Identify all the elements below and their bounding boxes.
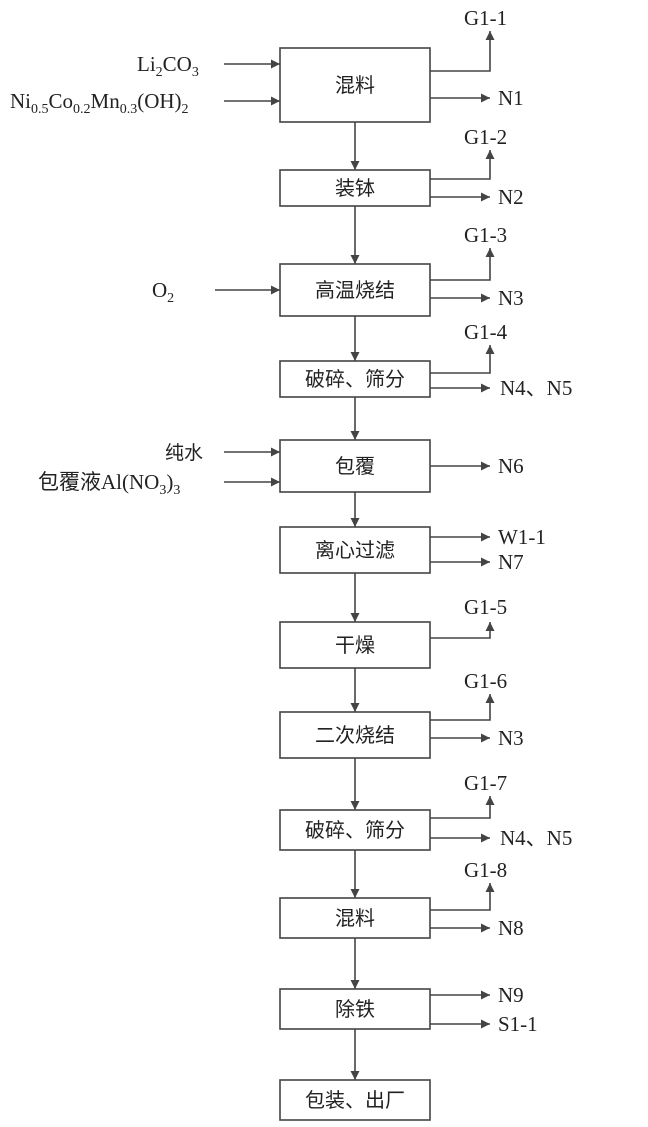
step-mixing: 混料: [279, 47, 431, 123]
step-mixing-2: 混料: [279, 897, 431, 939]
output-label-g1-6: G1-6: [464, 669, 507, 693]
step-coating: 包覆: [279, 439, 431, 493]
step-label: 破碎、筛分: [305, 818, 405, 842]
side-output-arrows: [430, 93, 490, 1029]
gas-arrow: [430, 622, 495, 639]
step-crushing-sieving-1: 破碎、筛分: [279, 360, 431, 398]
output-label-n4-n5: N4、N5: [500, 376, 572, 400]
output-label-w1-1: W1-1: [498, 525, 546, 549]
output-label-s1-1: S1-1: [498, 1012, 538, 1036]
output-label-n4-n5-second: N4、N5: [500, 826, 572, 850]
output-label-n8: N8: [498, 916, 524, 940]
step-centrifugal-filtration: 离心过滤: [279, 526, 431, 574]
input-label-precursor: Ni0.5Co0.2Mn0.3(OH)2: [10, 89, 189, 117]
output-label-n7: N7: [498, 550, 524, 574]
step-secondary-sintering: 二次烧结: [279, 711, 431, 759]
step-label: 混料: [335, 906, 375, 930]
step-label: 除铁: [335, 997, 375, 1021]
output-label-g1-7: G1-7: [464, 771, 507, 795]
step-iron-removal: 除铁: [279, 988, 431, 1030]
output-label-g1-5: G1-5: [464, 595, 507, 619]
output-label-n9: N9: [498, 983, 524, 1007]
output-label-g1-8: G1-8: [464, 858, 507, 882]
gas-arrow: [430, 150, 495, 180]
input-label-o2: O2: [152, 278, 174, 306]
step-high-temp-sintering: 高温烧结: [279, 263, 431, 317]
input-label-li2co3: Li2CO3: [137, 52, 199, 80]
input-label-pure-water: 纯水: [165, 442, 203, 464]
output-label-n1: N1: [498, 86, 524, 110]
output-label-n3-second: N3: [498, 726, 524, 750]
step-crushing-sieving-2: 破碎、筛分: [279, 809, 431, 851]
input-label-coating-solution: 包覆液Al(NO3)3: [38, 470, 180, 498]
step-drying: 干燥: [279, 621, 431, 669]
step-packaging-shipping: 包装、出厂: [279, 1079, 431, 1121]
gas-arrow: [430, 248, 495, 281]
output-label-n6: N6: [498, 454, 524, 478]
step-label: 干燥: [335, 633, 375, 657]
gas-arrow: [430, 31, 495, 72]
step-loading: 装钵: [279, 169, 431, 207]
gas-arrow: [430, 694, 495, 721]
step-label: 二次烧结: [315, 723, 395, 747]
step-label: 高温烧结: [315, 278, 395, 302]
step-label: 包覆: [335, 454, 375, 478]
output-label-g1-4: G1-4: [464, 320, 508, 344]
gas-arrow: [430, 345, 495, 374]
output-label-g1-3: G1-3: [464, 223, 507, 247]
output-label-g1-1: G1-1: [464, 6, 507, 30]
step-label: 装钵: [335, 176, 375, 200]
step-label: 破碎、筛分: [305, 367, 405, 391]
step-label: 混料: [335, 73, 375, 97]
step-label: 包装、出厂: [305, 1088, 405, 1112]
output-label-g1-2: G1-2: [464, 125, 507, 149]
step-label: 离心过滤: [315, 538, 395, 562]
gas-arrow: [430, 796, 495, 819]
gas-arrow: [430, 883, 495, 911]
gas-output-arrows: [430, 31, 495, 911]
input-arrows: [215, 59, 280, 487]
output-label-n3: N3: [498, 286, 524, 310]
output-label-n2: N2: [498, 185, 524, 209]
